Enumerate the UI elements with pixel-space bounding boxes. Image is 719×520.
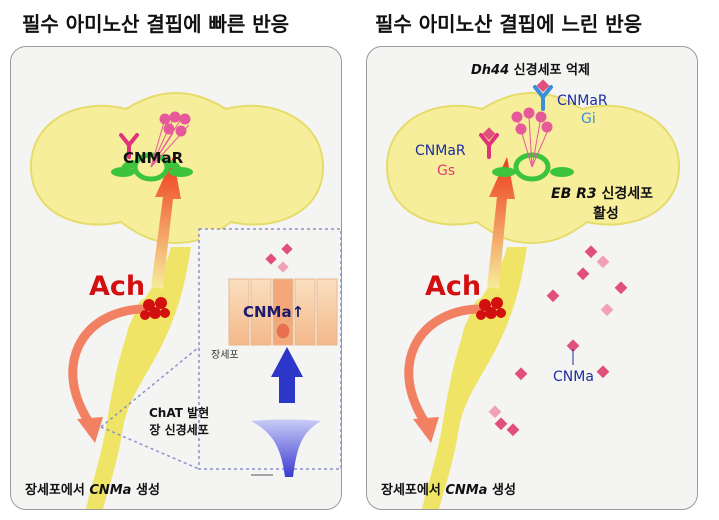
up-arrow-icon: ↑ — [291, 303, 305, 321]
gut-cell-label: 장세포 — [211, 350, 239, 361]
left-bottom-gene: CNMa — [89, 483, 132, 498]
left-diagram — [29, 91, 341, 509]
cnmar-gs-receptor — [479, 133, 499, 159]
gs-label: Gs — [437, 163, 456, 179]
blue-arrow — [271, 347, 303, 403]
right-bottom-prefix: 장세포에서 — [381, 483, 446, 498]
eb-r3-suffix: 신경세포 — [596, 186, 654, 202]
ach-arrow — [151, 157, 181, 289]
left-bottom-label: 장세포에서 CNMa 생성 — [25, 479, 160, 498]
dh44-gene: Dh44 — [471, 63, 510, 78]
brain — [385, 91, 681, 245]
pink-neurons — [511, 107, 553, 168]
enteric-neuron — [251, 419, 321, 477]
dh44-suffix: 신경세포 억제 — [509, 63, 590, 78]
ach-cluster — [140, 297, 170, 320]
eb-r3-gene: EB R3 — [551, 186, 597, 202]
right-bottom-suffix: 생성 — [487, 483, 516, 498]
chat-neuron-label: ChAT 발현 장 신경세포 — [149, 404, 209, 438]
right-bottom-label: 장세포에서 CNMa 생성 — [381, 479, 516, 498]
ach-label: Ach — [425, 271, 482, 302]
cnmar-label: CNMaR — [123, 149, 184, 167]
curved-arrow — [68, 304, 146, 430]
pink-neurons — [150, 111, 191, 168]
left-panel-title: 필수 아미노산 결핍에 빠른 반응 — [22, 12, 290, 36]
activation-label: 활성 — [593, 206, 619, 222]
chat-neuron-line2: 장 신경세포 — [149, 423, 209, 437]
dh44-label: Dh44 신경세포 억제 — [471, 59, 590, 78]
left-bottom-suffix: 생성 — [131, 483, 160, 498]
eb-r3-label: EB R3 신경세포 — [551, 183, 653, 203]
cnma-inset-text: CNMa — [243, 303, 292, 321]
ach-arrow — [487, 157, 515, 289]
cnmar-gs-label: CNMaR — [415, 143, 466, 159]
cnma-label: CNMa — [553, 369, 594, 385]
cnmar-gi-label: CNMaR — [557, 93, 608, 109]
chat-neuron-line1: ChAT 발현 — [149, 406, 210, 420]
ellipsoid-body — [111, 152, 193, 182]
curved-arrow — [404, 304, 482, 430]
cnma-peptides-inset — [265, 243, 293, 273]
cnma-inset-label: CNMa↑ — [243, 303, 304, 321]
right-panel: Dh44 신경세포 억제 CNMaR Gi CNMaR Gs EB R3 신경세… — [366, 46, 698, 510]
right-bottom-gene: CNMa — [445, 483, 488, 498]
right-diagram — [385, 79, 681, 509]
left-panel: CNMaR Ach 장세포 CNMa↑ ChAT 발현 장 신경세포 장세포에서… — [10, 46, 342, 510]
right-panel-title: 필수 아미노산 결핍에 느린 반응 — [375, 12, 643, 36]
ach-label: Ach — [89, 271, 146, 302]
left-bottom-prefix: 장세포에서 — [25, 483, 90, 498]
gi-label: Gi — [581, 111, 596, 127]
cnmar-gi-receptor — [533, 85, 553, 111]
ellipsoid-body — [492, 152, 574, 182]
gut-cells — [228, 278, 338, 346]
cnmar-receptor — [119, 133, 139, 159]
ach-cluster — [476, 297, 506, 320]
